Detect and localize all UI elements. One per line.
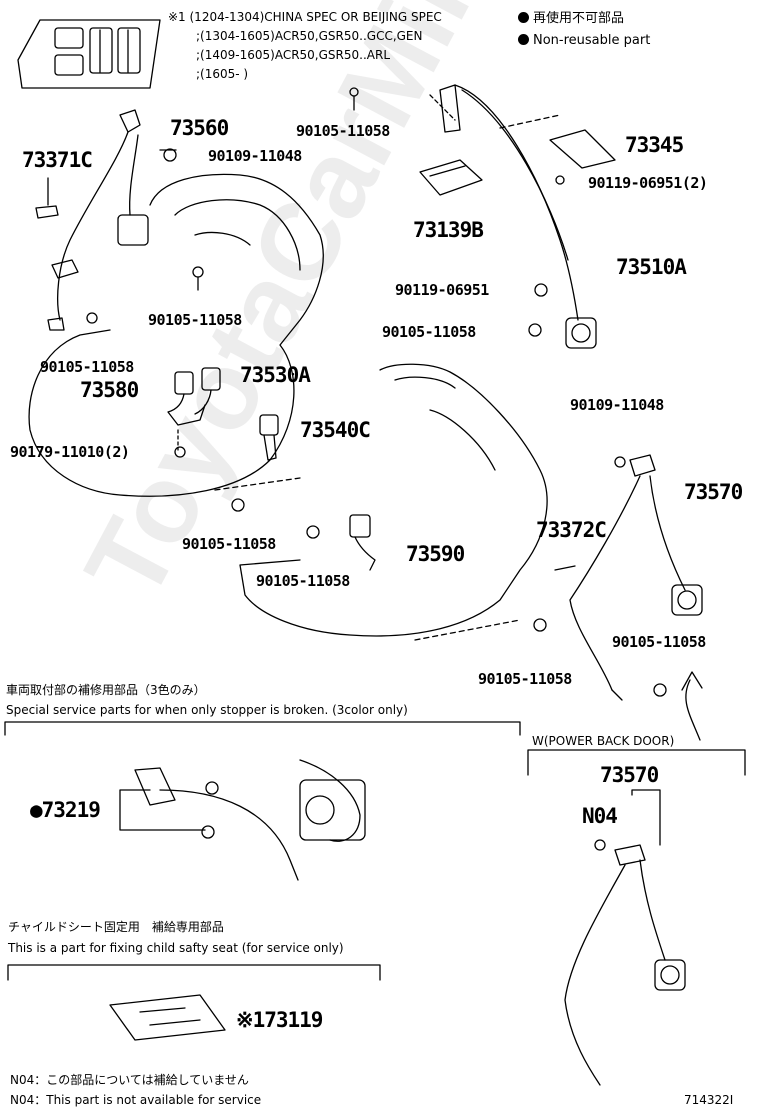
rear-seat-outline bbox=[239, 363, 548, 641]
special-service-jp: 車両取付部の補修用部品（3色のみ） bbox=[6, 683, 206, 697]
label-73540c[interactable]: 73540C bbox=[300, 418, 371, 442]
legend-en: Non-reusable part bbox=[518, 34, 650, 47]
child-seat-en: This is a part for fixing child safty se… bbox=[8, 941, 344, 955]
buckle-73580-73530a bbox=[167, 367, 221, 458]
spec-note-2: ;(1304-1605)ACR50,GSR50..GCC,GEN bbox=[196, 29, 423, 43]
label-90105-11058-a[interactable]: 90105-11058 bbox=[148, 311, 242, 329]
front-belt-73560 bbox=[47, 109, 204, 331]
label-90105-11058-c[interactable]: 90105-11058 bbox=[182, 535, 276, 553]
spec-note-4: ;(1605- ) bbox=[196, 67, 249, 81]
spec-note-1: ※1 (1204-1304)CHINA SPEC OR BEIJING SPEC bbox=[168, 10, 442, 24]
front-seat-outline bbox=[28, 173, 324, 497]
label-90105-11058-e[interactable]: 90105-11058 bbox=[612, 633, 706, 651]
label-73560[interactable]: 73560 bbox=[170, 116, 229, 140]
label-90105-11058-b[interactable]: 90105-11058 bbox=[40, 358, 134, 376]
label-90105-11058-top[interactable]: 90105-11058 bbox=[296, 122, 390, 140]
label-90109-11048-a[interactable]: 90109-11048 bbox=[208, 147, 302, 165]
footer-n04-en: N04：This part is not available for servi… bbox=[10, 1093, 262, 1107]
clip-73371c bbox=[35, 205, 59, 219]
part-73119 bbox=[109, 994, 226, 1041]
belt-73570-power-door bbox=[564, 789, 686, 1086]
rear-belt-73510a bbox=[349, 84, 597, 349]
label-73119[interactable]: ※173119 bbox=[236, 1008, 323, 1032]
bracket-73345 bbox=[549, 129, 616, 169]
special-service-en: Special service parts for when only stop… bbox=[6, 703, 408, 717]
label-90109-11048-b[interactable]: 90109-11048 bbox=[570, 396, 664, 414]
label-90119-06951-2[interactable]: 90119-06951(2) bbox=[588, 174, 708, 192]
label-90105-11058-d[interactable]: 90105-11058 bbox=[256, 572, 350, 590]
footer-n04-jp: N04：この部品については補給していません bbox=[10, 1073, 249, 1087]
label-73530a[interactable]: 73530A bbox=[240, 363, 311, 387]
label-73590[interactable]: 73590 bbox=[406, 542, 465, 566]
center-belt-73570 bbox=[533, 454, 703, 701]
label-90119-06951[interactable]: 90119-06951 bbox=[395, 281, 489, 299]
label-73570[interactable]: 73570 bbox=[684, 480, 743, 504]
label-90105-11058-mid[interactable]: 90105-11058 bbox=[382, 323, 476, 341]
label-73510a[interactable]: 73510A bbox=[616, 255, 687, 279]
label-73372c[interactable]: 73372C bbox=[536, 518, 607, 542]
non-reusable-dot-icon bbox=[518, 12, 529, 23]
belt-73219-detail bbox=[119, 759, 366, 881]
legend-jp: 再使用不可部品 bbox=[518, 12, 624, 25]
power-back-door-label: W(POWER BACK DOOR) bbox=[532, 734, 675, 748]
diagram-id: 714322I bbox=[684, 1093, 734, 1107]
buckle-73540c bbox=[259, 414, 279, 461]
label-73139b[interactable]: 73139B bbox=[413, 218, 484, 242]
spec-note-3: ;(1409-1605)ACR50,GSR50..ARL bbox=[196, 48, 390, 62]
label-73219[interactable]: ●73219 bbox=[30, 798, 101, 822]
arrow-curve bbox=[685, 679, 701, 741]
label-90105-11058-f[interactable]: 90105-11058 bbox=[478, 670, 572, 688]
label-73580[interactable]: 73580 bbox=[80, 378, 139, 402]
non-reusable-dot-icon bbox=[518, 34, 529, 45]
label-73345[interactable]: 73345 bbox=[625, 133, 684, 157]
label-90179-11010[interactable]: 90179-11010(2) bbox=[10, 443, 130, 461]
label-73371c[interactable]: 73371C bbox=[22, 148, 93, 172]
label-73570-b[interactable]: 73570 bbox=[600, 763, 659, 787]
child-seat-jp: チャイルドシート固定用 補給専用部品 bbox=[8, 920, 224, 934]
cover-73139b bbox=[419, 159, 483, 196]
buckle-73590 bbox=[306, 514, 376, 571]
label-n04[interactable]: N04 bbox=[582, 804, 618, 828]
inset-icon bbox=[17, 19, 161, 89]
